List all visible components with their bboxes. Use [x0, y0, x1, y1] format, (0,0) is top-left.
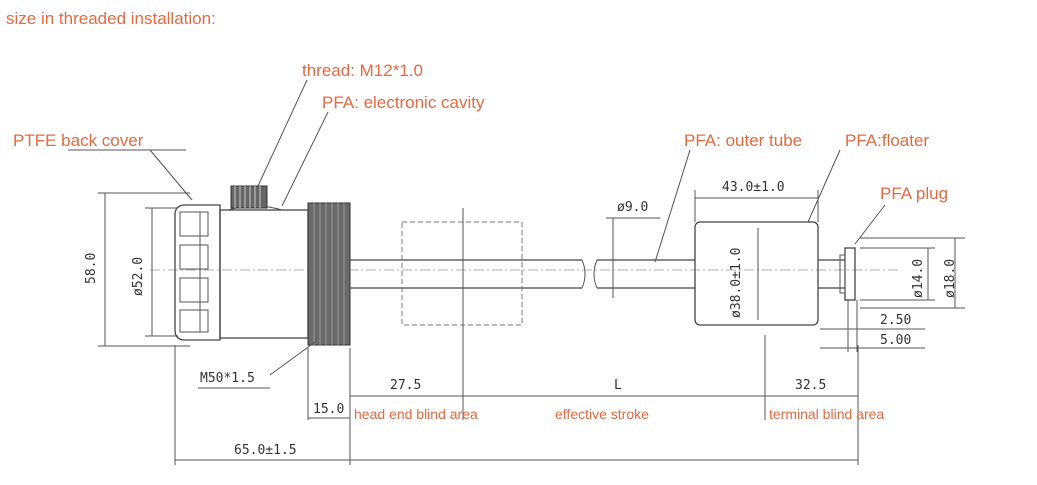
- leader-lines: [68, 79, 886, 389]
- callout-thread: thread: M12*1.0: [302, 61, 423, 80]
- callout-floater: PFA:floater: [845, 131, 930, 150]
- dim-14: ø14.0: [911, 258, 926, 298]
- back-cover: [174, 204, 221, 341]
- outer-tube: [350, 259, 845, 289]
- top-dims: [606, 190, 819, 298]
- dim-15: 15.0: [313, 402, 345, 417]
- dim-38: ø38.0±1.0: [729, 247, 744, 318]
- dim-9: ø9.0: [617, 200, 649, 215]
- plug-dims: [820, 300, 925, 352]
- dim-43: 43.0±1.0: [722, 180, 785, 195]
- zone-terminal: terminal blind area: [769, 406, 885, 422]
- zone-head: head end blind area: [354, 406, 478, 422]
- callout-cavity: PFA: electronic cavity: [322, 93, 485, 112]
- callout-outer-tube: PFA: outer tube: [684, 131, 803, 150]
- float-outline: [401, 221, 523, 326]
- left-dims: [98, 192, 190, 347]
- electronic-cavity: [219, 205, 309, 339]
- dim-500: 5.00: [880, 333, 912, 348]
- dim-250: 2.50: [880, 313, 912, 328]
- dim-65: 65.0±1.5: [234, 443, 297, 458]
- dim-32: 32.5: [795, 378, 827, 393]
- page-title: size in threaded installation:: [6, 9, 216, 28]
- thread-connector: [230, 185, 268, 209]
- dim-18: ø18.0: [943, 258, 958, 298]
- dim-27: 27.5: [390, 378, 422, 393]
- floater: [694, 221, 819, 326]
- right-dims: [757, 228, 965, 320]
- callout-plug: PFA plug: [880, 184, 949, 203]
- dim-58: 58.0: [84, 252, 99, 284]
- callout-back-cover: PTFE back cover: [13, 131, 144, 150]
- zone-stroke: effective stroke: [555, 406, 649, 422]
- dim-52: ø52.0: [131, 256, 146, 296]
- dim-l: L: [614, 378, 622, 393]
- m50-thread: [307, 202, 351, 346]
- dim-m50: M50*1.5: [200, 371, 255, 386]
- plug: [839, 247, 856, 301]
- bottom-dims: [174, 208, 859, 465]
